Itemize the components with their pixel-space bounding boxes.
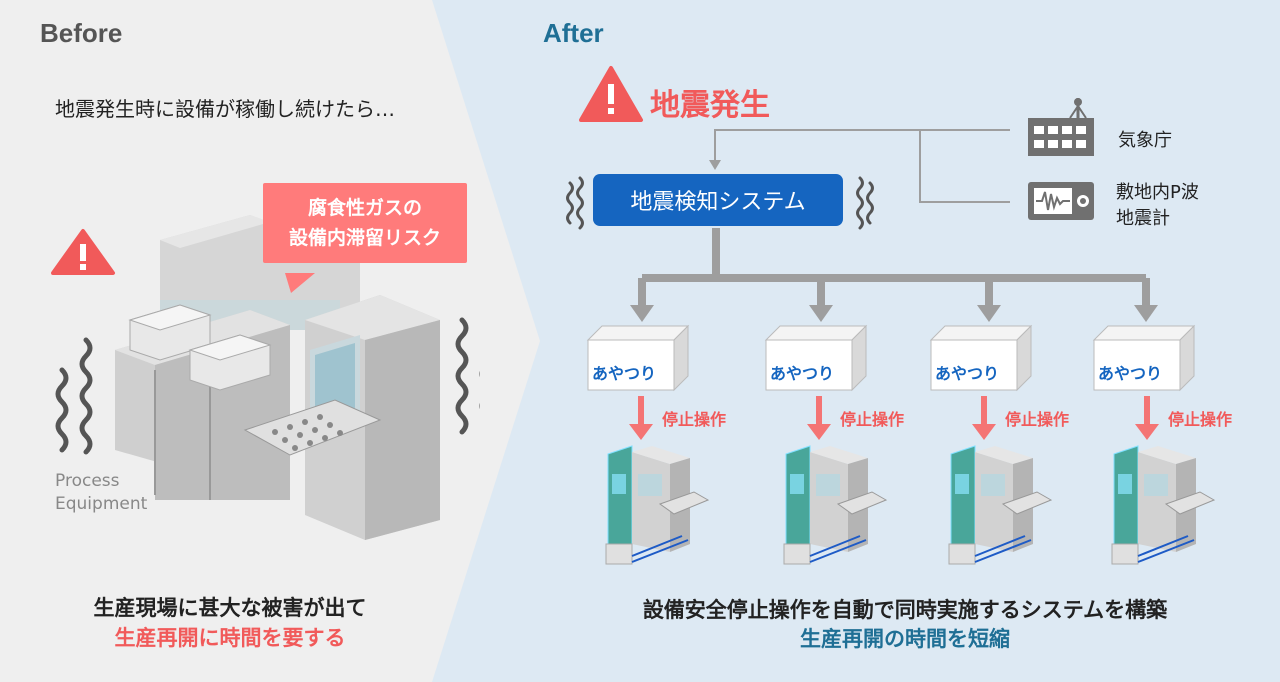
weather-agency-building-icon: [1028, 98, 1094, 156]
stop-arrow-icon-2: [807, 396, 831, 440]
after-conclusion-line-1: 設備安全停止操作を自動で同時実施するシステムを構築: [642, 598, 1168, 622]
process-equipment-illustration: [55, 215, 480, 540]
stop-operation-label-3: 停止操作: [1005, 410, 1070, 429]
before-conclusion-line-2: 生産再開に時間を要する: [114, 626, 346, 650]
ayatsuri-controller-box-3: [929, 324, 1033, 392]
before-intro: 地震発生時に設備が稼働し続けたら…: [55, 97, 395, 121]
ayatsuri-controller-box-2: [764, 324, 868, 392]
stop-operation-label-4: 停止操作: [1168, 410, 1233, 429]
quake-warning-icon: [579, 66, 643, 122]
ayatsuri-label-3: あやつり: [935, 364, 1000, 383]
equipment-illustration-1: [605, 445, 710, 565]
equipment-illustration-2: [783, 445, 888, 565]
stop-arrow-icon-1: [629, 396, 653, 440]
callout-tail: [285, 273, 315, 293]
equipment-illustration-3: [948, 445, 1053, 565]
stop-arrow-icon-3: [972, 396, 996, 440]
before-conclusion-line-1: 生産現場に甚大な被害が出て: [93, 596, 367, 620]
callout-line-1: 腐食性ガスの: [307, 197, 422, 219]
ayatsuri-controller-box-1: [586, 324, 690, 392]
process-equipment-label: Process Equipment: [55, 471, 148, 514]
source-label-weather-agency: 気象庁: [1118, 130, 1172, 151]
after-header: After: [543, 18, 604, 48]
ayatsuri-label-4: あやつり: [1098, 364, 1163, 383]
quake-title: 地震発生: [650, 88, 770, 123]
earthquake-detection-system: 地震検知システム: [593, 174, 843, 226]
ayatsuri-label-2: あやつり: [770, 364, 835, 383]
ayatsuri-label-1: あやつり: [592, 364, 657, 383]
equipment-illustration-4: [1111, 445, 1216, 565]
before-header: Before: [40, 18, 123, 48]
stop-arrow-icon-4: [1135, 396, 1159, 440]
ayatsuri-controller-box-4: [1092, 324, 1196, 392]
stop-operation-label-2: 停止操作: [840, 410, 905, 429]
stop-operation-label-1: 停止操作: [662, 410, 727, 429]
risk-callout: 腐食性ガスの 設備内滞留リスク: [263, 183, 467, 293]
warning-icon: [51, 229, 115, 275]
seismometer-icon: [1028, 182, 1094, 220]
callout-line-2: 設備内滞留リスク: [288, 227, 441, 249]
source-label-seismometer: 敷地内P波 地震計: [1116, 182, 1199, 229]
after-conclusion-line-2: 生産再開の時間を短縮: [800, 627, 1010, 651]
